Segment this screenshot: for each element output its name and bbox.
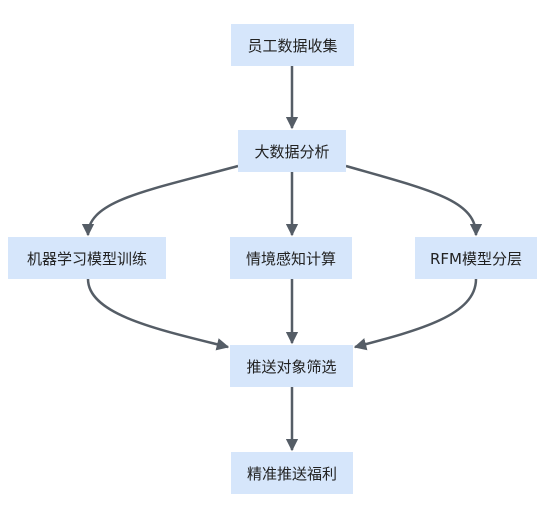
node-rfm-model-segmentation: RFM模型分层: [415, 237, 537, 279]
node-label: 精准推送福利: [246, 464, 337, 483]
node-label: 员工数据收集: [247, 36, 338, 55]
edge-analyze-to-rfm: [345, 164, 483, 237]
node-label: 机器学习模型训练: [26, 249, 147, 268]
node-employee-data-collection: 员工数据收集: [231, 24, 354, 66]
node-label: RFM模型分层: [430, 249, 522, 268]
node-label: 推送对象筛选: [246, 357, 337, 376]
edge-ml-to-filter: [86, 278, 230, 351]
node-precise-benefit-push: 精准推送福利: [231, 452, 353, 494]
edge-analyze-to-ml: [81, 164, 239, 237]
node-big-data-analysis: 大数据分析: [238, 130, 346, 172]
node-ml-model-training: 机器学习模型训练: [8, 237, 166, 279]
node-context-aware-computing: 情境感知计算: [230, 237, 352, 279]
node-push-target-filtering: 推送对象筛选: [230, 345, 353, 387]
edge-rfm-to-filter: [353, 278, 478, 351]
node-label: 情境感知计算: [245, 249, 336, 268]
node-label: 大数据分析: [254, 142, 330, 161]
